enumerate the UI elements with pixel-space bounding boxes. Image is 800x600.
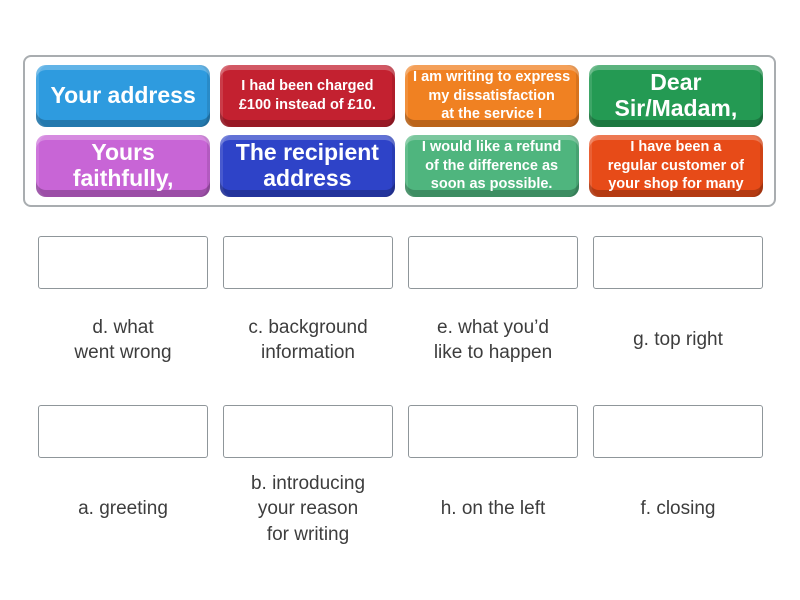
word-tile-recipient-address[interactable]: The recipient address [220,135,395,197]
drop-zone-label: c. background information [248,316,368,363]
word-tile-regular-customer[interactable]: I have been a regular customer of your s… [588,135,763,197]
drop-zone-label: g. top right [633,329,723,351]
drop-zone-greeting[interactable] [38,405,208,458]
drop-zone-on-the-left[interactable] [408,405,578,458]
drop-zone-background-information[interactable] [223,236,393,289]
tile-tray: Your address I had been charged £100 ins… [23,55,776,207]
drop-zone-label: f. closing [640,498,716,520]
drop-zone-what-went-wrong[interactable] [38,236,208,289]
word-tile-yours-faithfully[interactable]: Yours faithfully, [36,135,211,197]
word-tile-dear-sir-madam[interactable]: Dear Sir/Madam, [588,65,763,127]
match-cell: c. background information [223,236,393,383]
drop-zone-top-right[interactable] [593,236,763,289]
drop-zone-closing[interactable] [593,405,763,458]
answer-row-1: d. what went wrong c. background informa… [38,236,763,383]
drop-zone-label: e. what you’d like to happen [433,316,553,363]
drop-zone-introducing-reason[interactable] [223,405,393,458]
match-cell: a. greeting [38,405,208,552]
drop-zone-label: a. greeting [78,498,168,520]
drop-zone-label: b. introducing your reason for writing [250,473,366,545]
drop-zone-label: d. what went wrong [74,316,172,363]
match-cell: d. what went wrong [38,236,208,383]
match-cell: f. closing [593,405,763,552]
word-tile-your-address[interactable]: Your address [36,65,211,127]
word-tile-writing-to-express[interactable]: I am writing to express my dissatisfacti… [404,65,579,127]
word-tile-charged[interactable]: I had been charged £100 instead of £10. [220,65,395,127]
match-cell: b. introducing your reason for writing [223,405,393,552]
match-cell: e. what you’d like to happen [408,236,578,383]
match-cell: h. on the left [408,405,578,552]
word-tile-refund[interactable]: I would like a refund of the difference … [404,135,579,197]
drop-zone-what-youd-like[interactable] [408,236,578,289]
drop-zone-label: h. on the left [440,498,546,520]
match-cell: g. top right [593,236,763,383]
answer-row-2: a. greeting b. introducing your reason f… [38,405,763,552]
